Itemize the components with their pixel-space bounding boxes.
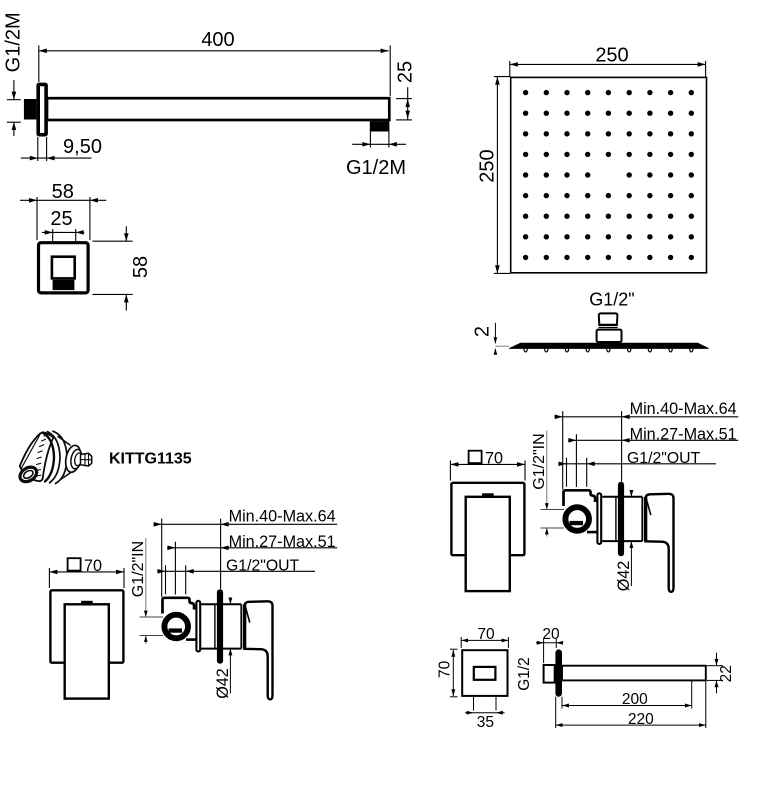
svg-text:G1/2M: G1/2M <box>3 12 25 72</box>
svg-text:9,50: 9,50 <box>63 136 102 158</box>
svg-text:35: 35 <box>477 714 494 731</box>
svg-text:25: 25 <box>50 208 72 230</box>
svg-text:70: 70 <box>477 626 495 643</box>
svg-text:200: 200 <box>622 691 648 708</box>
svg-text:58: 58 <box>52 181 74 203</box>
svg-text:KITTG1135: KITTG1135 <box>109 451 192 468</box>
svg-text:G1/2"IN: G1/2"IN <box>130 541 147 597</box>
svg-text:250: 250 <box>595 45 628 67</box>
svg-text:250: 250 <box>477 149 499 182</box>
svg-text:2: 2 <box>472 326 494 337</box>
svg-text:220: 220 <box>628 711 654 728</box>
svg-text:Min.40-Max.64: Min.40-Max.64 <box>229 507 336 525</box>
svg-text:G1/2"OUT: G1/2"OUT <box>226 557 300 574</box>
svg-text:Min.27-Max.51: Min.27-Max.51 <box>229 533 336 551</box>
svg-text:25: 25 <box>394 61 416 83</box>
svg-text:58: 58 <box>130 256 152 278</box>
svg-text:G1/2: G1/2 <box>516 657 533 691</box>
svg-text:G1/2M: G1/2M <box>346 157 406 179</box>
svg-text:G1/2": G1/2" <box>589 290 634 310</box>
svg-text:400: 400 <box>201 29 234 51</box>
svg-text:Ø42: Ø42 <box>214 668 232 699</box>
svg-text:70: 70 <box>84 557 102 575</box>
svg-text:20: 20 <box>542 626 560 643</box>
svg-text:22: 22 <box>718 665 735 682</box>
svg-text:70: 70 <box>437 660 454 678</box>
